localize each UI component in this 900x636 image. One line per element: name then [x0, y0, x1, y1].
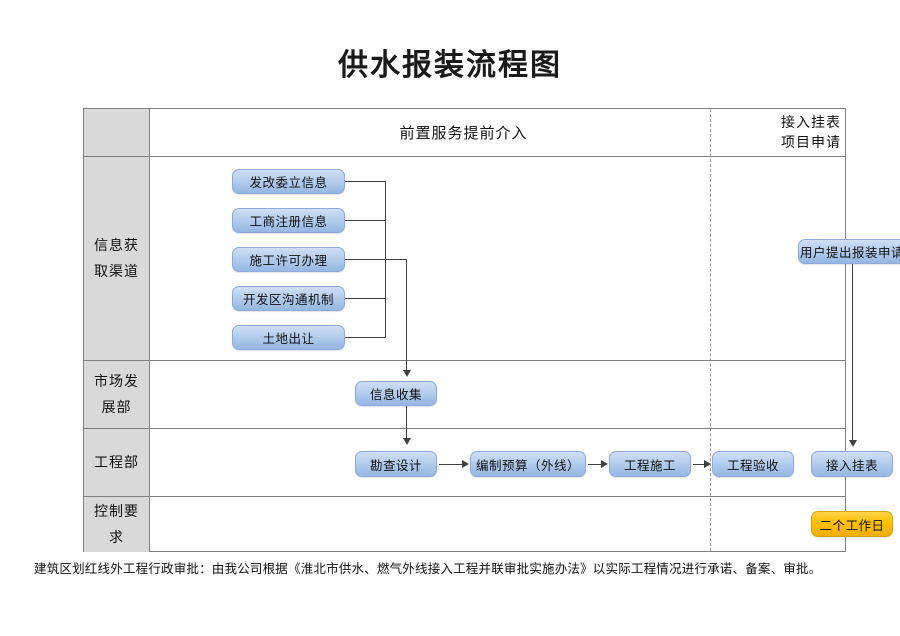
connector-right-passthrough	[852, 361, 853, 429]
connector-survey-to-budget	[439, 464, 462, 465]
header-right-label-line1: 接入挂表	[781, 114, 841, 131]
flow-box-development-zone-channel[interactable]: 开发区沟通机制	[232, 286, 345, 311]
row-label-engineering: 工程部	[84, 429, 150, 496]
connector-incoming-survey	[406, 429, 407, 439]
connector-bus-out	[385, 259, 406, 260]
flow-box-acceptance[interactable]: 工程验收	[712, 451, 794, 477]
connector-stub-5	[345, 337, 385, 338]
row-label-line2: 求	[109, 529, 124, 546]
flow-box-user-application[interactable]: 用户提出报装申请	[798, 239, 900, 264]
connector-incoming-collection	[406, 361, 407, 371]
flow-box-ndrc-info[interactable]: 发改委立信息	[232, 169, 345, 194]
header-right-cell: 接入挂表 项目申请	[777, 109, 845, 156]
connector-user-application-down	[852, 264, 853, 361]
connector-stub-4	[345, 298, 385, 299]
table-row: 市场发 展部 信息收集	[84, 361, 853, 429]
row-label-line2: 取渠道	[94, 263, 139, 280]
connector-stub-3	[345, 259, 385, 260]
connector-collection-down	[406, 406, 407, 429]
page-title: 供水报装流程图	[338, 48, 562, 83]
flow-box-two-working-days[interactable]: 二个工作日	[811, 511, 893, 537]
header-corner-cell	[84, 109, 150, 156]
row-label-info-channel: 信息获 取渠道	[84, 157, 150, 360]
row-label-line1: 工程部	[94, 454, 139, 471]
arrow-survey-to-budget	[462, 460, 469, 468]
flow-box-budget-preparation[interactable]: 编制预算（外线）	[470, 451, 586, 477]
row-label-line1: 信息获	[94, 237, 139, 254]
flow-box-land-transfer[interactable]: 土地出让	[232, 325, 345, 350]
connector-incoming-meter	[852, 429, 853, 441]
flow-box-information-collection[interactable]: 信息收集	[355, 381, 437, 406]
arrow-into-collection	[403, 370, 411, 377]
connector-stub-1	[345, 181, 385, 182]
header-right-label-line2: 项目申请	[781, 134, 841, 151]
arrow-budget-to-construction	[601, 460, 608, 468]
header-main-label: 前置服务提前介入	[399, 124, 528, 142]
row-body-engineering: 勘查设计 编制预算（外线） 工程施工 工程验收 接入挂表	[150, 429, 893, 496]
connector-construction-to-acceptance	[693, 464, 704, 465]
row-body-info-channel: 发改委立信息 工商注册信息 施工许可办理 开发区沟通机制 土地出让 用户提出报装…	[150, 157, 900, 361]
flow-box-construction-permit[interactable]: 施工许可办理	[232, 247, 345, 272]
connector-budget-to-construction	[588, 464, 601, 465]
table-row: 工程部 勘查设计 编制预算（外线） 工程施工 工程验收	[84, 429, 893, 497]
flow-table: 前置服务提前介入 接入挂表 项目申请 信息获 取渠道 发改委立信息 工商注册信息…	[83, 108, 900, 552]
connector-stub-2	[345, 220, 385, 221]
arrow-construction-to-acceptance	[704, 460, 711, 468]
column-divider-dashed	[710, 109, 711, 551]
table-row: 控制要 求 二个工作日	[84, 497, 893, 552]
flow-box-survey-design[interactable]: 勘查设计	[355, 451, 437, 477]
row-label-line2: 展部	[101, 399, 132, 416]
row-label-line1: 控制要	[94, 503, 139, 520]
flow-box-construction[interactable]: 工程施工	[609, 451, 691, 477]
connector-down-to-collection	[406, 259, 407, 361]
arrow-into-meter	[849, 440, 857, 447]
row-label-market-dev: 市场发 展部	[84, 361, 150, 428]
footnote-text: 建筑区划红线外工程行政审批：由我公司根据《淮北市供水、燃气外线接入工程并联审批实…	[34, 561, 822, 576]
row-label-control: 控制要 求	[84, 497, 150, 552]
row-body-control: 二个工作日	[150, 497, 893, 552]
table-header-row: 前置服务提前介入 接入挂表 项目申请	[84, 109, 845, 157]
table-row: 信息获 取渠道 发改委立信息 工商注册信息 施工许可办理 开发区沟通机制 土地出…	[84, 157, 900, 361]
arrow-into-survey	[403, 438, 411, 445]
flow-box-meter-connection[interactable]: 接入挂表	[811, 451, 893, 477]
header-row-body: 前置服务提前介入 接入挂表 项目申请	[150, 109, 845, 156]
flow-box-business-registration[interactable]: 工商注册信息	[232, 208, 345, 233]
row-body-market-dev: 信息收集	[150, 361, 853, 429]
row-label-line1: 市场发	[94, 373, 139, 390]
